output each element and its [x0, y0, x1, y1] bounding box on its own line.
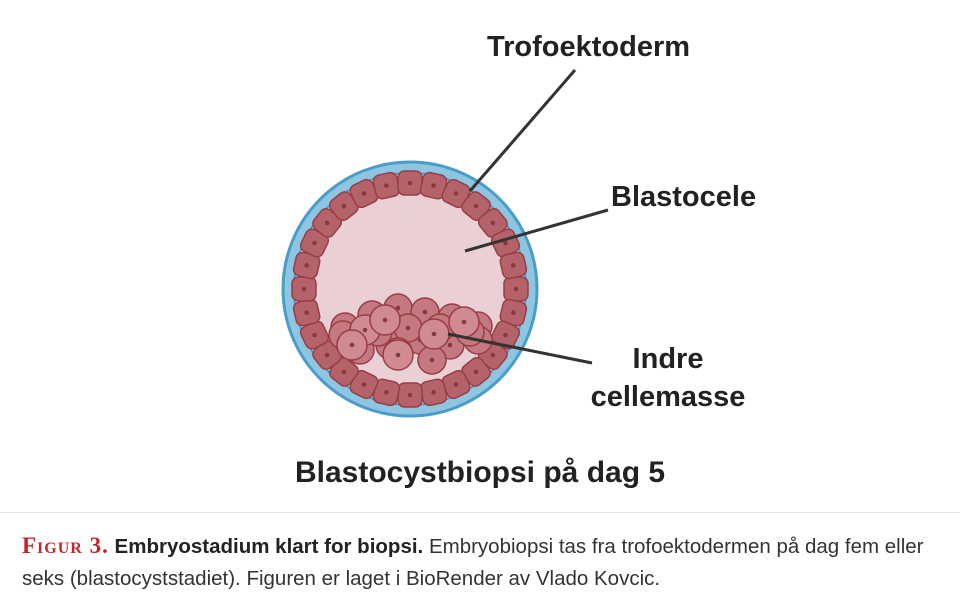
label-blastocoel: Blastocele: [611, 181, 757, 213]
trophectoderm-cell: [503, 276, 529, 302]
trophectoderm-cell: [499, 251, 528, 280]
label-icm-line1: Indre: [632, 343, 704, 375]
trophectoderm-cell: [419, 378, 448, 407]
figure-caption: Figur 3. Embryostadium klart for biopsi.…: [22, 530, 952, 595]
trophectoderm-cell: [397, 170, 423, 196]
inner-cell-mass-cell: [418, 318, 450, 350]
trophectoderm-cell: [291, 276, 317, 302]
trophectoderm-cell: [299, 320, 330, 350]
label-trophectoderm: Trofoektoderm: [487, 31, 691, 63]
figure-title: Blastocystbiopsi på dag 5: [294, 456, 666, 489]
inner-cell-mass-cell: [448, 306, 480, 338]
trophectoderm-pointer: [468, 69, 577, 192]
trophectoderm-cell: [477, 207, 508, 238]
trophectoderm-cell: [397, 382, 423, 408]
inner-cell-mass-cell: [336, 329, 368, 361]
blastocyst-diagram: [281, 69, 609, 418]
icm-pointer: [447, 332, 593, 365]
caption-text: Embryobiopsi tas fra trofoektodermen på …: [22, 535, 924, 590]
inner-cell-mass-cell: [417, 345, 447, 375]
divider: [0, 512, 960, 513]
label-icm-line2: cellemasse: [590, 381, 746, 413]
figure-number: Figur 3.: [22, 533, 109, 558]
inner-cell-mass-cell: [382, 339, 414, 371]
caption-heading: Embryostadium klart for biopsi.: [114, 535, 424, 558]
inner-cell-mass-cell: [369, 304, 401, 336]
trophectoderm-cell: [461, 356, 492, 387]
blastocoel-pointer: [464, 208, 609, 253]
trophectoderm-cell: [292, 298, 321, 327]
trophectoderm-cell: [372, 171, 401, 200]
